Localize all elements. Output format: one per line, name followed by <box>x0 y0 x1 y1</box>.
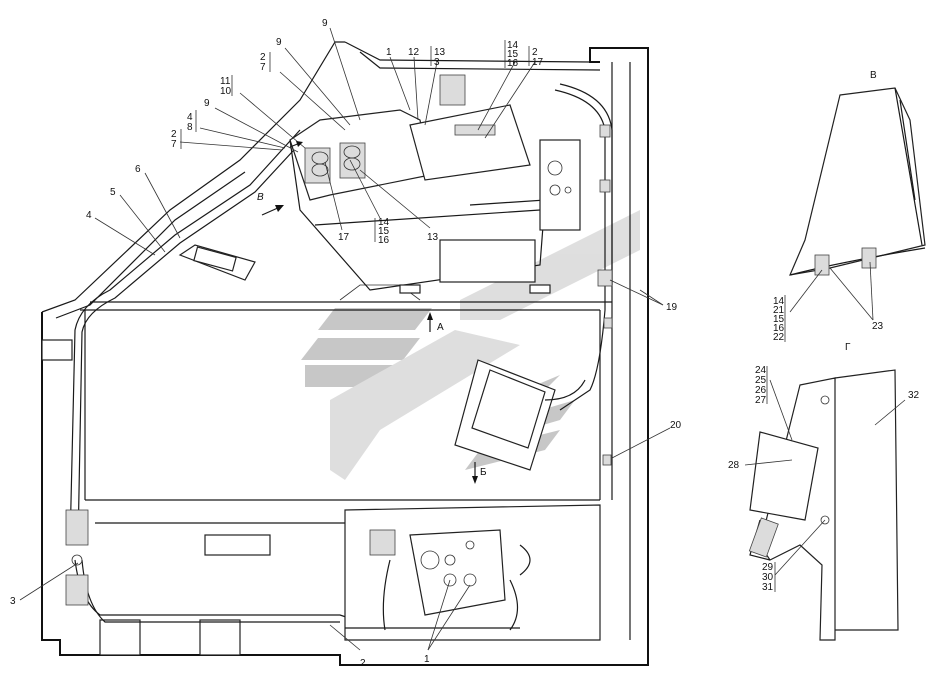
callout-15-bottom: 15 <box>378 226 390 237</box>
callout-17-top-right: 17 <box>532 57 544 68</box>
callout-32: 32 <box>908 390 920 401</box>
view-label-b: Б <box>480 467 487 478</box>
callout-22: 22 <box>773 332 785 343</box>
callout-3-top: 3 <box>434 57 440 68</box>
view-label-a: А <box>437 322 444 333</box>
callout-16-v: 16 <box>773 323 785 334</box>
callout-30: 30 <box>762 572 774 583</box>
top-console <box>178 74 581 294</box>
callout-19: 19 <box>666 302 678 313</box>
control-box <box>454 359 586 471</box>
callout-10: 10 <box>220 86 232 97</box>
cabin-outline <box>41 41 649 666</box>
callout-16-top: 16 <box>507 58 519 69</box>
callout-13-top: 13 <box>434 47 446 58</box>
callout-21: 21 <box>773 305 785 316</box>
view-label-b-arrow: В <box>257 192 264 203</box>
callout-6: 6 <box>135 164 141 175</box>
labels: В Г А Б В 1 12 13 3 14 15 16 2 17 9 9 2 … <box>10 18 920 669</box>
callout-5: 5 <box>110 187 116 198</box>
view-label-v: В <box>870 70 877 81</box>
callout-31: 31 <box>762 582 774 593</box>
callout-bars <box>180 40 786 592</box>
callout-3: 3 <box>10 596 16 607</box>
callout-17-bottom: 17 <box>338 232 350 243</box>
callout-9-c: 9 <box>204 98 210 109</box>
callout-2-top-right: 2 <box>532 47 538 58</box>
view-label-g: Г <box>845 342 851 353</box>
callout-2-b: 2 <box>171 129 177 140</box>
callout-2-a: 2 <box>260 52 266 63</box>
callout-28: 28 <box>728 460 740 471</box>
callout-1-bottom: 1 <box>424 654 430 665</box>
callout-7-b: 7 <box>171 139 177 150</box>
callout-14-top: 14 <box>507 40 519 51</box>
callout-27: 27 <box>755 395 767 406</box>
bottom-console <box>204 504 601 641</box>
callout-20: 20 <box>670 420 682 431</box>
callout-1-top: 1 <box>386 47 392 58</box>
callout-15-v: 15 <box>773 314 785 325</box>
callout-8: 8 <box>187 122 193 133</box>
callout-29: 29 <box>762 562 774 573</box>
callout-23: 23 <box>872 321 884 332</box>
view-arrows <box>261 141 478 484</box>
callout-25: 25 <box>755 375 767 386</box>
callout-2-bottom: 2 <box>360 658 366 669</box>
callout-7-a: 7 <box>260 62 266 73</box>
callout-9-a: 9 <box>322 18 328 29</box>
leader-lines <box>19 27 906 651</box>
callout-13-bottom: 13 <box>427 232 439 243</box>
callout-12: 12 <box>408 47 420 58</box>
callout-15-top: 15 <box>507 49 519 60</box>
callout-14-bottom: 14 <box>378 217 390 228</box>
callout-14-v: 14 <box>773 296 785 307</box>
callout-4-left: 4 <box>86 210 92 221</box>
view-g-detail <box>748 369 899 641</box>
wiring-harness <box>65 83 613 626</box>
callout-4-top: 4 <box>187 112 193 123</box>
callout-9-b: 9 <box>276 37 282 48</box>
callout-26: 26 <box>755 385 767 396</box>
callout-16-bottom: 16 <box>378 235 390 246</box>
callout-24: 24 <box>755 365 767 376</box>
view-v-detail <box>789 87 926 276</box>
callout-11: 11 <box>220 76 231 87</box>
